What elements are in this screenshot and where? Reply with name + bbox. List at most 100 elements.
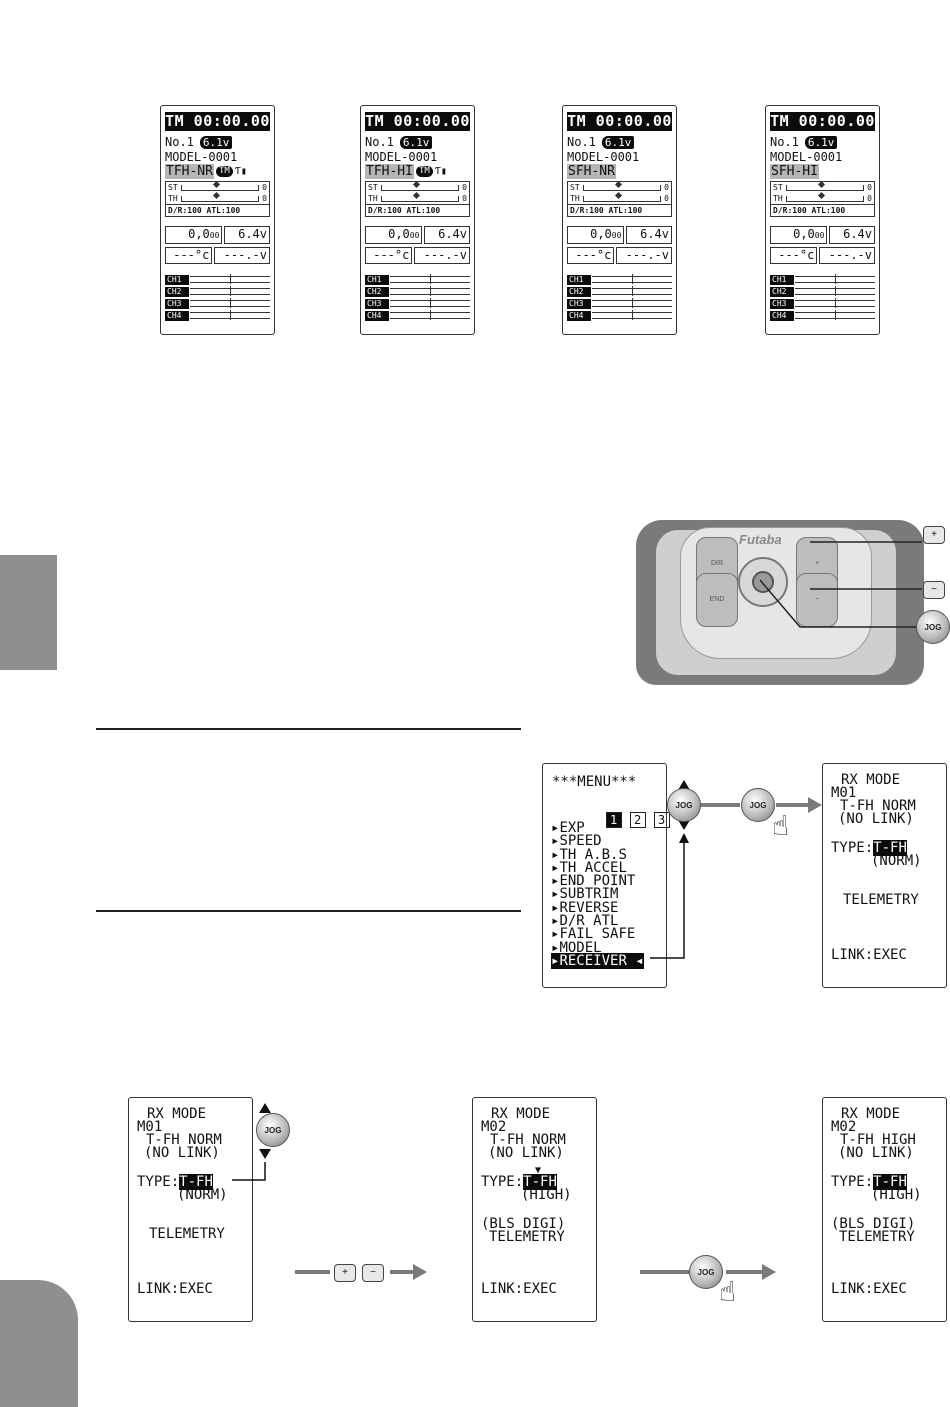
channel-label: CH4 bbox=[770, 310, 794, 321]
minus-button[interactable]: − bbox=[796, 573, 838, 627]
menu-item[interactable]: ▸REVERSE bbox=[551, 899, 644, 916]
speed-unit: 00 bbox=[611, 231, 622, 240]
telemetry-item[interactable]: TELEMETRY bbox=[839, 1229, 915, 1245]
link-exec[interactable]: LINK:EXEC bbox=[481, 1281, 557, 1297]
model-name: MODEL-0001 bbox=[365, 150, 438, 164]
rx-type-row: TYPE:T-FH bbox=[137, 1174, 213, 1190]
st-label: ST bbox=[570, 183, 580, 192]
channel-row: CH3 bbox=[165, 298, 270, 309]
menu-item[interactable]: ▸FAIL SAFE bbox=[551, 926, 644, 943]
menu-item-selected: ▸RECEIVER ◂ bbox=[551, 952, 644, 969]
channel-bar bbox=[795, 298, 875, 308]
th-trim-bar bbox=[180, 195, 260, 202]
rx-title: RX MODE bbox=[841, 772, 901, 788]
channel-bar bbox=[592, 298, 672, 308]
jog-icon: JOG bbox=[916, 610, 950, 644]
channel-label: CH1 bbox=[165, 274, 189, 285]
bls-digi: (BLS DIGI) bbox=[481, 1216, 566, 1232]
minus-key-icon: − bbox=[923, 581, 945, 599]
type-value[interactable]: T-FH bbox=[523, 1174, 557, 1190]
telemetry-item[interactable]: TELEMETRY bbox=[489, 1229, 565, 1245]
menu-item-text: MODEL bbox=[559, 939, 602, 956]
menu-item-text: RECEIVER bbox=[559, 952, 627, 969]
menu-item[interactable]: ▸SPEED bbox=[551, 834, 644, 848]
rx-mode-screen: RX MODE M01 T-FH NORM (NO LINK) TYPE:T-F… bbox=[128, 1097, 253, 1322]
menu-item[interactable]: ▸RECEIVER ◂ bbox=[551, 952, 644, 969]
rx-type-row: TYPE:T-FH bbox=[481, 1174, 557, 1190]
channel-label: CH3 bbox=[567, 298, 591, 309]
menu-item[interactable]: ▸TH A.B.S bbox=[551, 846, 644, 863]
menu-page-2[interactable]: 2 bbox=[629, 811, 646, 828]
type-sub: (HIGH) bbox=[521, 1187, 572, 1203]
link-exec[interactable]: LINK:EXEC bbox=[831, 1281, 907, 1297]
telemetry-item[interactable]: TELEMETRY bbox=[149, 1226, 225, 1242]
channel-bar bbox=[592, 286, 672, 296]
model-name: MODEL-0001 bbox=[165, 150, 238, 164]
menu-arrow-icon: ▸ bbox=[551, 926, 560, 943]
speed-unit: 00 bbox=[209, 231, 220, 240]
speed-readout: 0,000 bbox=[365, 226, 423, 244]
speed-readout: 0,000 bbox=[165, 226, 223, 244]
channel-bar bbox=[390, 274, 470, 284]
channel-bar bbox=[592, 274, 672, 284]
menu-item-text: EXP bbox=[559, 820, 585, 836]
link-exec[interactable]: LINK:EXEC bbox=[137, 1281, 213, 1297]
menu-title: ***MENU*** bbox=[552, 774, 637, 790]
ext-voltage-readout: ---.-v bbox=[819, 247, 875, 264]
menu-item[interactable]: ▸TH ACCEL bbox=[551, 859, 644, 876]
rx-model: M02 bbox=[481, 1119, 507, 1135]
menu-page-3[interactable]: 3 bbox=[653, 811, 670, 828]
menu-flow-arrows bbox=[650, 780, 822, 959]
type-value[interactable]: T-FH bbox=[873, 1174, 907, 1190]
model-name: MODEL-0001 bbox=[770, 150, 843, 164]
th-trim-value: 0 bbox=[262, 194, 267, 203]
menu-item-text: TH ACCEL bbox=[559, 859, 627, 876]
speed-readout: 0,000 bbox=[770, 226, 828, 244]
channel-row: CH2 bbox=[567, 286, 672, 297]
menu-item-text: REVERSE bbox=[559, 899, 619, 916]
speed-unit: 00 bbox=[814, 231, 825, 240]
rx-model: M02 bbox=[831, 1119, 857, 1135]
jog-dial[interactable] bbox=[738, 557, 788, 607]
rx-model: M01 bbox=[137, 1119, 163, 1135]
rx-mode-screen: RX MODE M02 T-FH HIGH (NO LINK) TYPE:T-F… bbox=[822, 1097, 947, 1322]
channel-label: CH2 bbox=[770, 286, 794, 297]
menu-item[interactable]: ▸MODEL bbox=[551, 939, 644, 956]
rx-mode: SFH-HI bbox=[770, 164, 819, 179]
type-value[interactable]: T-FH bbox=[179, 1174, 213, 1190]
menu-arrow-icon: ▸ bbox=[551, 939, 560, 956]
link-exec[interactable]: LINK:EXEC bbox=[831, 947, 907, 963]
jog-confirm-arrow bbox=[640, 1264, 776, 1280]
type-sub: (NORM) bbox=[871, 853, 922, 869]
speed-readout: 0,000 bbox=[567, 226, 625, 244]
rx-voltage: 6.4v bbox=[224, 226, 270, 244]
channel-row: CH2 bbox=[365, 286, 470, 297]
timer-display: TM 00:00.00 bbox=[567, 112, 672, 131]
st-trim-value: 0 bbox=[262, 183, 267, 192]
menu-arrow-icon: ▸ bbox=[551, 913, 560, 930]
menu-arrow-icon: ▸ bbox=[551, 859, 560, 876]
type-label: TYPE: bbox=[481, 1174, 524, 1190]
minus-key-icon: − bbox=[362, 1264, 384, 1282]
channel-row: CH4 bbox=[165, 310, 270, 321]
menu-arrow-icon: ▸ bbox=[551, 886, 560, 903]
rx-mode-screen: RX MODE M02 T-FH NORM (NO LINK) TYPE:T-F… bbox=[472, 1097, 597, 1322]
telemetry-item[interactable]: TELEMETRY bbox=[843, 892, 919, 908]
end-button[interactable]: END bbox=[696, 573, 738, 627]
menu-page-1[interactable]: 1 bbox=[605, 811, 622, 828]
channel-bar bbox=[190, 286, 270, 296]
channel-label: CH2 bbox=[567, 286, 591, 297]
channel-row: CH4 bbox=[770, 310, 875, 321]
menu-item[interactable]: ▸EXP bbox=[551, 820, 644, 836]
rx-link-status: (NO LINK) bbox=[144, 1145, 220, 1161]
channel-row: CH3 bbox=[567, 298, 672, 309]
menu-item[interactable]: ▸SUBTRIM bbox=[551, 886, 644, 903]
type-sub: (HIGH) bbox=[871, 1187, 922, 1203]
menu-item[interactable]: ▸END POINT bbox=[551, 874, 644, 888]
menu-item[interactable]: ▸D/R ATL bbox=[551, 913, 644, 930]
type-value[interactable]: T-FH bbox=[873, 840, 907, 856]
menu-arrow-icon: ▸ bbox=[551, 846, 560, 863]
